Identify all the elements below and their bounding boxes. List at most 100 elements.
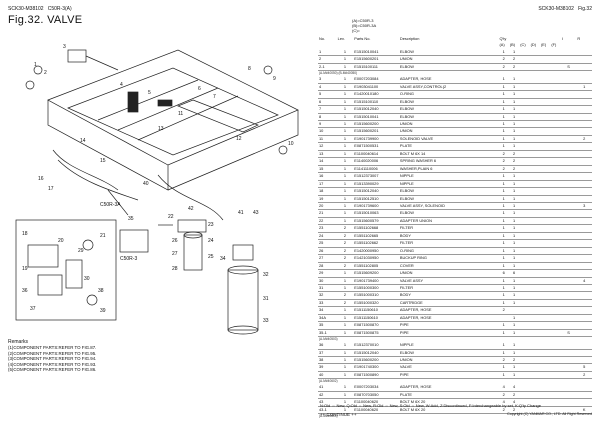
cell-i <box>560 180 577 189</box>
cell-qty-c <box>519 349 530 358</box>
callout-labels: C50R-3 C50R-3A 1 2 3 4 5 6 7 8 9 10 11 1… <box>22 44 294 324</box>
cell-qty-f <box>550 187 561 196</box>
cell-description: UNION <box>398 356 499 365</box>
cell-qty-d <box>529 48 540 57</box>
cell-qty-c <box>519 329 530 338</box>
cell-qty-a: 2 <box>498 406 509 415</box>
cell-r <box>576 195 592 204</box>
cell-qty-c <box>519 187 530 196</box>
cell-no: 39 <box>318 363 337 372</box>
cell-i <box>560 48 577 57</box>
cell-no: 32 <box>318 291 337 300</box>
cell-no: 25 <box>318 239 337 248</box>
cell-qty-d <box>529 342 540 350</box>
cell-i <box>560 247 577 256</box>
copyright: Copyright (C) YANMAR CO., LTD. All Right… <box>507 412 592 416</box>
cell-qty-c <box>519 165 530 174</box>
callout-29: 29 <box>78 248 84 254</box>
serial-note-row: (A-M#40602) <box>318 379 592 385</box>
cell-qty-c <box>519 217 530 226</box>
callout-5: 5 <box>148 90 151 96</box>
cell-i <box>560 157 577 166</box>
cell-qty-a: 1 <box>498 98 509 107</box>
cell-i <box>560 356 577 365</box>
cell-lev: 1 <box>336 363 354 372</box>
cell-i <box>560 391 577 400</box>
cell-parts-no: E1551102668 <box>353 224 399 233</box>
cell-qty-c <box>519 363 530 372</box>
remarks-title: Remarks <box>8 339 29 345</box>
cell-parts-no: E1140020006 <box>353 157 399 166</box>
cell-qty-b: 1 <box>508 98 520 107</box>
cell-qty-f <box>550 180 561 189</box>
cell-qty-a: 1 <box>498 284 509 293</box>
cell-qty-f <box>550 363 561 372</box>
cell-no: 10 <box>318 127 337 136</box>
cell-qty-c <box>519 277 530 285</box>
cell-qty-b: 1 <box>508 172 520 181</box>
cell-i <box>560 371 577 380</box>
cell-i <box>560 76 577 84</box>
cell-description: BODY <box>398 232 499 241</box>
cell-r <box>576 63 592 72</box>
cell-r: 3 <box>576 202 592 211</box>
cell-r <box>576 217 592 226</box>
header-no: No. <box>319 36 326 41</box>
cell-description: ELBOW <box>398 105 499 114</box>
cell-r <box>576 165 592 174</box>
cell-lev: 1 <box>336 157 354 166</box>
cell-qty-b: 1 <box>508 342 520 350</box>
cell-qty-d <box>529 284 540 293</box>
cell-parts-no: E1515100111 <box>353 63 399 72</box>
cell-lev: 2 <box>336 262 354 271</box>
cell-r <box>576 239 592 248</box>
cell-qty-a: 1 <box>498 180 509 189</box>
cell-description: ADAPTER UNION <box>398 217 499 226</box>
cell-qty-b: 1 <box>508 83 520 92</box>
cell-qty-f <box>550 157 561 166</box>
cell-lev: 1 <box>336 180 354 189</box>
cell-i <box>560 172 577 181</box>
cell-i <box>560 165 577 174</box>
header-qty: Q'ty <box>499 36 507 41</box>
cell-qty-d <box>529 384 540 392</box>
cell-no: 6 <box>318 98 337 107</box>
cell-description: PLATE <box>398 391 499 400</box>
serial-note: (A-M#40602) <box>319 379 338 384</box>
remark-line: (4)COMPONENT PARTS:REFER TO FIG.93. <box>8 361 97 367</box>
cell-qty-f <box>550 127 561 136</box>
cell-qty-c <box>519 314 530 323</box>
cell-qty-c <box>519 105 530 114</box>
cell-qty-a: 1 <box>498 209 509 218</box>
cell-qty-d <box>529 63 540 72</box>
cell-r <box>576 76 592 84</box>
cell-qty-b: 1 <box>508 187 520 196</box>
callout-24: 24 <box>208 238 214 244</box>
cell-qty-a: 1 <box>498 105 509 114</box>
cell-qty-c <box>519 195 530 204</box>
cell-parts-no: E1901739600 <box>353 202 399 211</box>
cell-parts-no: E1511150610 <box>353 306 399 315</box>
cell-qty-f <box>550 217 561 226</box>
cell-qty-a: 1 <box>498 83 509 92</box>
cell-qty-e <box>540 277 551 285</box>
cell-qty-f <box>550 135 561 144</box>
cell-qty-a: 1 <box>498 120 509 129</box>
cell-qty-f <box>550 321 561 330</box>
cell-qty-a: 1 <box>498 224 509 233</box>
cell-qty-d <box>529 232 540 241</box>
cell-qty-c <box>519 202 530 211</box>
cell-description: PIPE <box>398 321 499 330</box>
callout-7: 7 <box>213 94 216 100</box>
figure-label: Fig.32 <box>578 6 592 12</box>
cell-r <box>576 150 592 159</box>
cell-lev: 2 <box>336 299 354 308</box>
cell-qty-e <box>540 306 551 315</box>
